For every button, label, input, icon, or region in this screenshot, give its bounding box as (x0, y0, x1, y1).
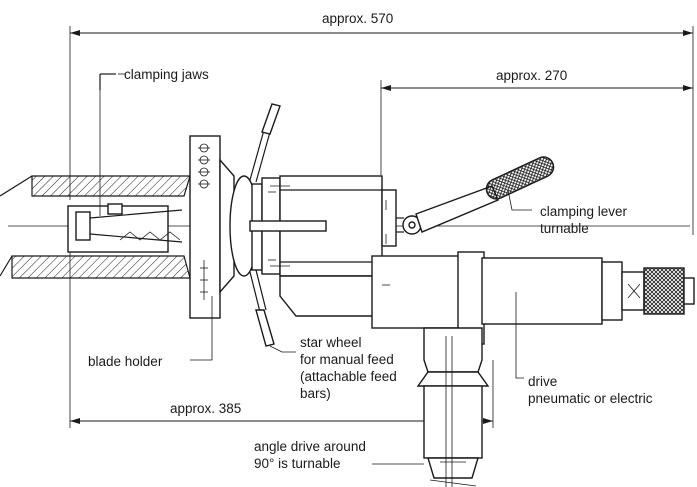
label-star-wheel-line-1: star wheel (300, 335, 362, 350)
clamping-jaws-assembly (67, 73, 183, 253)
dimension-front-label: approx. 385 (170, 401, 241, 416)
dimension-rear: approx. 270 (380, 68, 693, 175)
main-housing (249, 175, 397, 317)
label-clamping-jaws: clamping jaws (124, 67, 209, 82)
blade-holder (189, 135, 235, 319)
drive-unit (371, 251, 695, 345)
label-angle-drive-line-2: 90° is turnable (254, 456, 340, 471)
labels: clamping jaws clamping lever turnable bl… (88, 67, 653, 471)
label-angle-drive-line-1: angle drive around (254, 439, 366, 454)
leader-lines (118, 73, 532, 465)
pipe-section (0, 175, 191, 279)
clamping-lever (396, 156, 555, 235)
label-drive-line-2: pneumatic or electric (528, 391, 653, 406)
dimension-front: approx. 385 (69, 252, 494, 428)
label-star-wheel-line-3: (attachable feed (300, 369, 397, 384)
dimension-overall-label: approx. 570 (322, 11, 393, 26)
label-clamping-lever-line-1: clamping lever (540, 204, 628, 219)
label-drive-line-1: drive (528, 374, 557, 389)
label-star-wheel-line-2: for manual feed (300, 352, 394, 367)
label-blade-holder: blade holder (88, 354, 163, 369)
angle-drive (416, 327, 490, 487)
dimension-overall: approx. 570 (69, 11, 694, 235)
dimension-rear-label: approx. 270 (496, 68, 567, 83)
label-star-wheel-line-4: bars) (300, 386, 331, 401)
label-clamping-lever-line-2: turnable (540, 221, 589, 236)
